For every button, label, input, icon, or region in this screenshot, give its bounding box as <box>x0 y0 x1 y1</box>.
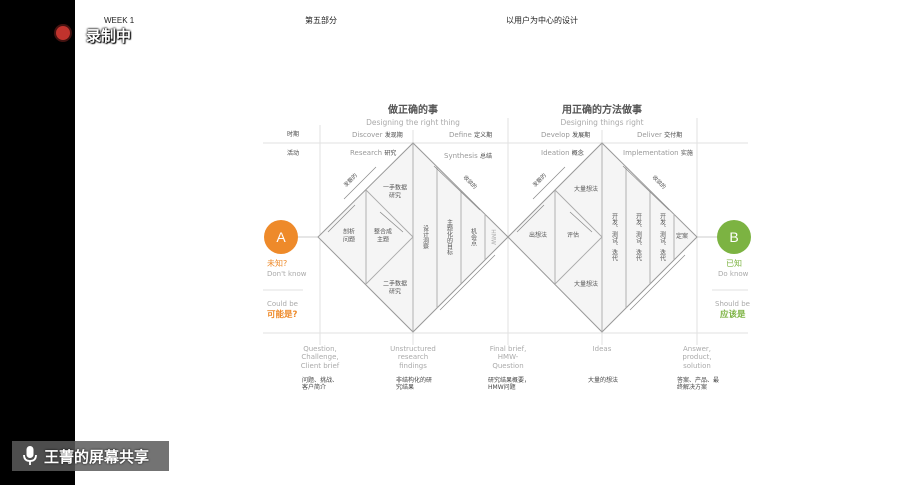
ideate-label: 出想法 <box>528 231 548 239</box>
secondary-research-label: 二手数据 研究 <box>382 280 408 296</box>
screen-share-label: 王菁的屏幕共享 <box>44 447 150 466</box>
start-zh: 未知? <box>267 259 288 268</box>
output-5-zh: 答案、产品、最 终解决方案 <box>677 377 720 392</box>
left-phase-title: 做正确的事 <box>388 105 438 116</box>
activity-synthesis-zh: 总结 <box>479 153 492 160</box>
primary-research-label: 一手数据 研究 <box>382 184 408 200</box>
activity-ideation-en: Ideation <box>541 149 570 157</box>
output-2-en: Unstructured research findings <box>390 345 436 370</box>
output-1-en: Question, Challenge, Client brief <box>300 345 340 370</box>
stage-deliver-zh: 交付期 <box>664 132 683 139</box>
stage-define: Define 定义期 <box>449 131 492 139</box>
activity-synthesis-en: Synthesis <box>444 152 478 160</box>
topic-label: 以用户为中心的设计 <box>506 16 578 25</box>
stage-develop-zh: 发展期 <box>572 132 591 139</box>
activity-synthesis: Synthesis 总结 <box>444 152 492 160</box>
screen-share-banner: 王菁的屏幕共享 <box>12 441 169 471</box>
output-2-zh: 非结构化的研 究结果 <box>396 377 433 392</box>
week-label: WEEK 1 <box>104 16 135 25</box>
output-1-zh: 问题、挑战、 客户简介 <box>302 377 339 392</box>
should-be-en: Should be <box>715 300 750 308</box>
activity-implementation-zh: 实施 <box>680 150 693 157</box>
stage-discover: Discover 发现期 <box>352 131 403 139</box>
stage-define-zh: 定义期 <box>474 132 493 139</box>
end-zh: 已知 <box>726 259 742 268</box>
evaluate-label: 评估 <box>566 231 580 239</box>
design-insights-label: 设计洞察 <box>421 225 429 249</box>
activity-implementation: Implementation 实施 <box>623 149 693 157</box>
right-phase-title: 用正确的方法做事 <box>562 105 642 116</box>
activity-research-zh: 研究 <box>384 150 397 157</box>
end-en: Do know <box>718 270 749 278</box>
microphone-icon <box>23 446 37 465</box>
section-label: 第五部分 <box>305 16 337 25</box>
activity-ideation-zh: 概念 <box>571 150 584 157</box>
activity-research: Research 研究 <box>350 149 396 157</box>
output-3-zh: 研究结果概要， HMW问题 <box>488 377 531 392</box>
row-label-period: 时期 <box>287 131 300 138</box>
start-circle-a: A <box>264 220 298 254</box>
many-ideas-bottom-label: 大量想法 <box>573 280 599 288</box>
many-ideas-top-label: 大量想法 <box>573 185 599 193</box>
start-en: Don't know <box>267 270 307 278</box>
develop-test-iterate-3: 开发、测试、迭代 <box>658 213 666 261</box>
develop-test-iterate-2: 开发、测试、迭代 <box>634 213 642 261</box>
activity-implementation-en: Implementation <box>623 149 679 157</box>
output-4-en: Ideas <box>592 345 612 353</box>
analyze-problem-label: 剖析 问题 <box>342 228 356 244</box>
themed-goals-label: 主题化的目标 <box>445 219 453 255</box>
recording-indicator-icon <box>56 26 70 40</box>
output-3-en: Final brief, HMW- Question <box>489 345 527 370</box>
activity-research-en: Research <box>350 149 383 157</box>
stage-discover-zh: 发现期 <box>384 132 403 139</box>
stage-discover-en: Discover <box>352 131 383 139</box>
could-be-en: Could be <box>267 300 298 308</box>
opportunities-label: 机会点 <box>469 228 477 246</box>
stage-deliver: Deliver 交付期 <box>637 131 682 139</box>
stage-define-en: Define <box>449 131 472 139</box>
output-5-en: Answer, product, solution <box>682 345 712 370</box>
right-phase-subtitle: Designing things right <box>560 118 644 127</box>
could-be-zh: 可能是? <box>267 310 298 320</box>
synthesize-themes-label: 整合成 主题 <box>373 228 393 244</box>
activity-ideation: Ideation 概念 <box>541 149 584 157</box>
recording-label: 录制中 <box>86 27 132 45</box>
end-circle-b: B <box>717 220 751 254</box>
stage-deliver-en: Deliver <box>637 131 662 139</box>
output-4-zh: 大量的想法 <box>588 377 619 384</box>
left-phase-subtitle: Designing the right thing <box>366 118 460 127</box>
stage-develop-en: Develop <box>541 131 570 139</box>
stage-develop: Develop 发展期 <box>541 131 590 139</box>
should-be-zh: 应该是 <box>720 310 746 320</box>
finalize-label: 定案 <box>675 232 689 240</box>
hmw-label: HMW <box>489 229 497 245</box>
develop-test-iterate-1: 开发、测试、迭代 <box>610 213 618 261</box>
left-black-strip <box>0 0 75 485</box>
row-label-activity: 活动 <box>287 150 300 157</box>
